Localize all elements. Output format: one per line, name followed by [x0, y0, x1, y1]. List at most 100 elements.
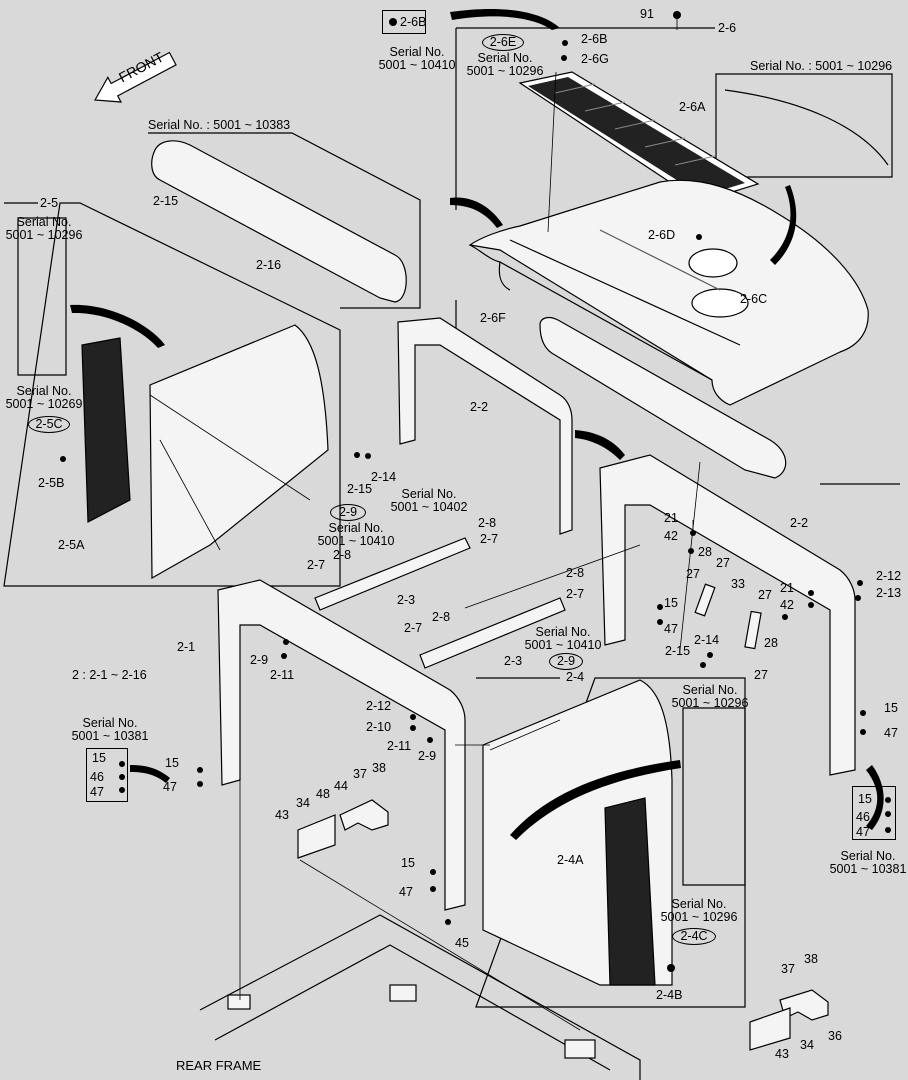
part-label: 2-8 — [566, 566, 585, 580]
part-label: 15 — [858, 792, 872, 806]
part-label: 2-14 — [694, 633, 720, 647]
part-label: 47 — [90, 785, 104, 799]
part-label: 43 — [275, 808, 289, 822]
serial-note: Serial No.5001 ~ 10381 — [829, 849, 907, 876]
serial-box — [382, 10, 426, 34]
part-label: 2-12 — [366, 699, 392, 713]
serial-box-left — [17, 217, 67, 376]
part-label: 2-6F — [480, 311, 506, 325]
part-label: 2-8 — [333, 548, 352, 562]
part-label: 2-11 — [387, 739, 412, 753]
part-label: 15 — [92, 751, 106, 765]
part-label: 38 — [372, 761, 386, 775]
group-2-5-border — [3, 202, 341, 587]
part-label: 2-4B — [656, 988, 683, 1002]
crossbars-2-3 — [314, 537, 566, 669]
part-label: 47 — [884, 726, 898, 740]
part-label: 27 — [758, 588, 772, 602]
part-label: 2-15 — [347, 482, 373, 496]
hood-rear-2-6F — [539, 316, 787, 479]
part-label: 15 — [884, 701, 898, 715]
part-label: 2-6A — [679, 100, 706, 114]
part-label: 43 — [775, 1047, 789, 1061]
serial-note: Serial No.5001 ~ 10410 — [317, 521, 395, 548]
group-2-15-border — [148, 132, 421, 309]
part-label: 2-6D — [648, 228, 676, 242]
part-label: 2-6G — [581, 52, 609, 66]
part-label: 2-1 — [177, 640, 196, 654]
brackets — [297, 799, 829, 1051]
part-label: 2-3 — [397, 593, 416, 607]
part-label: 27 — [716, 556, 730, 570]
front-arrow — [94, 51, 177, 103]
part-label: 21 — [780, 581, 794, 595]
part-label: 2-3 — [504, 654, 523, 668]
serial-note: Serial No.5001 ~ 10269 — [5, 384, 83, 411]
part-label: 47 — [856, 825, 870, 839]
part-label: 37 — [353, 767, 367, 781]
part-label: 2-10 — [366, 720, 392, 734]
part-label: 42 — [780, 598, 794, 612]
circled-ref: 2-9 — [330, 504, 366, 521]
part-label: 2-9 — [250, 653, 269, 667]
part-label: 34 — [296, 796, 310, 810]
frame-2-1 — [217, 579, 466, 911]
fastener-marks — [60, 11, 891, 972]
hood-cover-2-6 — [468, 179, 869, 406]
part-label: 47 — [664, 622, 678, 636]
part-label: 15 — [401, 856, 415, 870]
part-label: 28 — [698, 545, 712, 559]
part-label: 2-6C — [740, 292, 768, 306]
part-label: 2-16 — [256, 258, 282, 272]
part-label: 47 — [163, 780, 177, 794]
part-label: 2-6 — [718, 21, 737, 35]
part-label: 42 — [664, 529, 678, 543]
part-label: 45 — [455, 936, 469, 950]
serial-box-right — [682, 707, 746, 886]
part-label: 2-4A — [557, 853, 584, 867]
circled-ref: 2-4C — [672, 928, 716, 945]
group-2-6-frame — [455, 28, 900, 485]
part-label: 2-12 — [876, 569, 902, 583]
part-label: 47 — [399, 885, 413, 899]
cover-2-15 — [151, 140, 407, 303]
part-label: 2-6B — [400, 15, 427, 29]
part-label: 91 — [640, 7, 654, 21]
part-label: 2-5B — [38, 476, 65, 490]
top-grille-2-6A — [518, 71, 760, 203]
part-label: 36 — [828, 1029, 842, 1043]
part-label: 2-7 — [404, 621, 423, 635]
part-label: 2-14 — [371, 470, 397, 484]
circled-ref: 2-5C — [28, 416, 70, 433]
part-label: 2-2 — [470, 400, 489, 414]
part-label: 2-7 — [480, 532, 499, 546]
part-label: 46 — [856, 810, 870, 824]
circled-ref: 2-6E — [482, 34, 524, 51]
part-label: 2-2 — [790, 516, 809, 530]
serial-note: Serial No. : 5001 ~ 10383 — [148, 118, 291, 132]
part-label: 46 — [90, 770, 104, 784]
frame-2-2-upper — [397, 317, 573, 535]
serial-note: Serial No.5001 ~ 10381 — [71, 716, 149, 743]
serial-note: Serial No.5001 ~ 10296 — [5, 215, 83, 242]
part-label: 2-5 — [40, 196, 59, 210]
part-label: 2-11 — [270, 668, 295, 682]
part-label: 27 — [754, 668, 768, 682]
part-label: 21 — [664, 511, 678, 525]
part-label: 37 — [781, 962, 795, 976]
part-label: 44 — [334, 779, 348, 793]
part-label: 2-7 — [307, 558, 326, 572]
part-label: 2-8 — [432, 610, 451, 624]
serial-note: Serial No.5001 ~ 10402 — [390, 487, 468, 514]
part-label: 2-13 — [876, 586, 902, 600]
serial-note: Serial No. : 5001 ~ 10296 — [750, 59, 893, 73]
part-label: 2-5A — [58, 538, 85, 552]
serial-box — [852, 786, 896, 840]
inset-panel-top — [724, 89, 889, 166]
serial-note: Serial No.5001 ~ 10296 — [660, 897, 738, 924]
circled-ref: 2-9 — [549, 653, 583, 670]
part-label: 2-8 — [478, 516, 497, 530]
part-label: 2-7 — [566, 587, 585, 601]
transfer-arrows — [70, 8, 884, 840]
